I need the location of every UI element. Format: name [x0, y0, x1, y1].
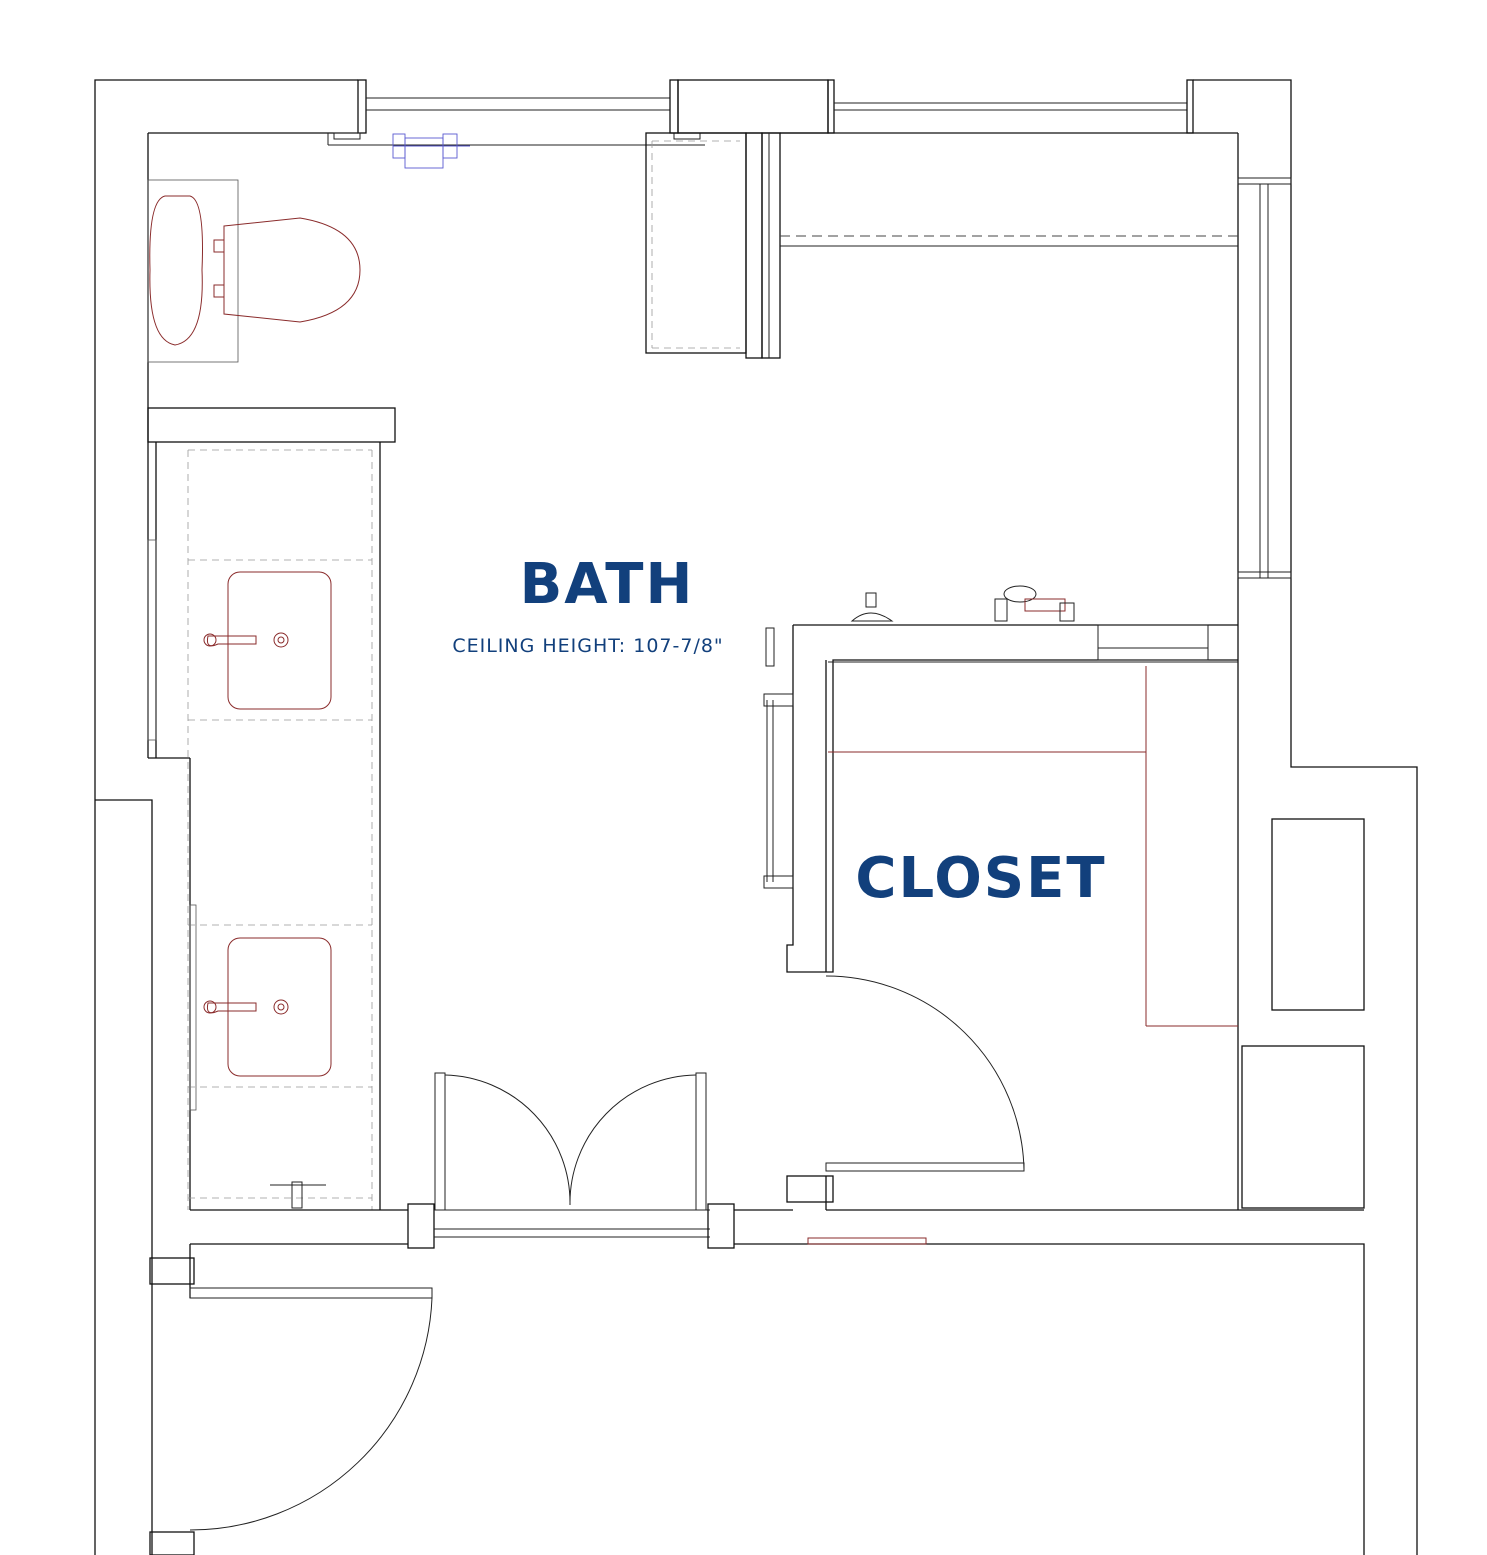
closet-niche [1241, 818, 1365, 1209]
lower-wall [190, 1203, 1365, 1555]
sink-icon [203, 937, 332, 1077]
closet-room-label: CLOSET [855, 846, 1106, 911]
entry-door [149, 1244, 433, 1555]
exterior-walls [94, 79, 1418, 1555]
shower-head-icon [850, 592, 894, 622]
right-window [1237, 177, 1292, 579]
shower-enclosure [645, 132, 1238, 359]
closet-shelving [828, 661, 1238, 1027]
bath-double-door [434, 1072, 707, 1211]
valve-icon [270, 1181, 326, 1209]
partition-walls [786, 624, 1239, 1210]
bath-room-label: BATH [520, 552, 695, 617]
top-windows [327, 79, 1194, 146]
window-fixture-icon [392, 133, 470, 169]
vanity-counter [147, 407, 396, 1210]
toilet-icon [147, 179, 361, 363]
sink-icon [203, 571, 332, 710]
closet-door [786, 975, 1025, 1210]
ceiling-height-label: CEILING HEIGHT: 107-7/8" [452, 635, 723, 657]
towel-bar-icon [763, 627, 794, 889]
shower-valve-icon [994, 585, 1075, 622]
